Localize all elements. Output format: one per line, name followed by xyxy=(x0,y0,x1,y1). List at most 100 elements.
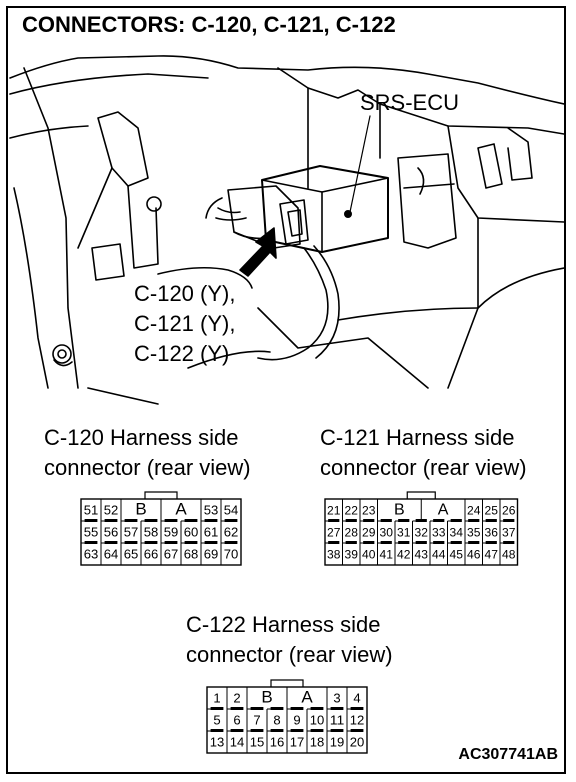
pin-7: 7 xyxy=(253,713,260,728)
pin-31: 31 xyxy=(397,525,411,539)
callout-line-c121: C-121 (Y), xyxy=(134,311,236,336)
pin-37: 37 xyxy=(502,525,516,539)
pin-key-mark xyxy=(104,541,118,544)
connector-callout: C-120 (Y), C-121 (Y), C-122 (Y) xyxy=(134,279,235,369)
pin-22: 22 xyxy=(345,503,359,517)
pin-44: 44 xyxy=(432,547,446,561)
connector-latch-tab xyxy=(406,491,436,499)
pin-key-mark xyxy=(184,519,198,522)
pin-45: 45 xyxy=(450,547,464,561)
pin-32: 32 xyxy=(415,525,429,539)
pin-35: 35 xyxy=(467,525,481,539)
pin-key-mark xyxy=(350,707,364,710)
c122-caption-line2: connector (rear view) xyxy=(186,642,393,667)
pin-B: B xyxy=(394,501,405,518)
pin-key-mark xyxy=(230,707,244,710)
c121-caption-line1: C-121 Harness side xyxy=(320,425,515,450)
pin-67: 67 xyxy=(164,547,179,562)
pin-4: 4 xyxy=(353,691,360,706)
pin-key-mark xyxy=(450,519,462,522)
pin-B: B xyxy=(135,500,146,519)
pin-60: 60 xyxy=(184,525,199,540)
pin-9: 9 xyxy=(293,713,300,728)
pin-46: 46 xyxy=(467,547,481,561)
pin-54: 54 xyxy=(224,503,239,518)
pin-52: 52 xyxy=(104,503,119,518)
pin-key-mark xyxy=(184,541,198,544)
pin-key-mark xyxy=(290,707,304,710)
c122-caption: C-122 Harness side connector (rear view) xyxy=(186,610,393,670)
pin-34: 34 xyxy=(450,525,464,539)
pin-2: 2 xyxy=(233,691,240,706)
figure-code: AC307741AB xyxy=(458,746,558,763)
pin-key-mark xyxy=(363,519,375,522)
pin-69: 69 xyxy=(204,547,219,562)
pin-key-mark xyxy=(204,541,218,544)
pin-key-mark xyxy=(350,729,364,732)
pin-key-mark xyxy=(310,729,324,732)
pin-key-mark xyxy=(84,541,98,544)
c122-caption-line1: C-122 Harness side xyxy=(186,612,381,637)
pin-key-mark xyxy=(224,519,238,522)
pin-5: 5 xyxy=(213,713,220,728)
pin-key-mark xyxy=(328,541,340,544)
pin-53: 53 xyxy=(204,503,219,518)
c120-caption-line2: connector (rear view) xyxy=(44,455,251,480)
pin-8: 8 xyxy=(273,713,280,728)
connector-latch-tab xyxy=(144,491,178,499)
pin-51: 51 xyxy=(84,503,99,518)
pin-65: 65 xyxy=(124,547,139,562)
pin-64: 64 xyxy=(104,547,119,562)
pin-11: 11 xyxy=(330,713,345,728)
pin-38: 38 xyxy=(327,547,341,561)
pin-B: B xyxy=(261,688,272,707)
pin-key-mark xyxy=(330,707,344,710)
pin-70: 70 xyxy=(224,547,239,562)
pin-key-mark xyxy=(104,519,118,522)
pin-A: A xyxy=(175,500,187,519)
pin-16: 16 xyxy=(270,735,285,750)
pin-59: 59 xyxy=(164,525,179,540)
srs-ecu-location-illustration xyxy=(9,55,564,405)
pin-key-mark xyxy=(380,519,392,522)
c121-caption: C-121 Harness side connector (rear view) xyxy=(320,423,527,483)
pin-26: 26 xyxy=(502,503,516,517)
pin-66: 66 xyxy=(144,547,159,562)
pin-57: 57 xyxy=(124,525,139,540)
pin-key-mark xyxy=(363,541,375,544)
pin-41: 41 xyxy=(380,547,394,561)
c121-caption-line2: connector (rear view) xyxy=(320,455,527,480)
pin-key-mark xyxy=(503,541,515,544)
callout-line-c122: C-122 (Y) xyxy=(134,341,230,366)
pin-14: 14 xyxy=(230,735,245,750)
srs-ecu-label: SRS-ECU xyxy=(360,90,460,115)
pin-18: 18 xyxy=(310,735,325,750)
pin-19: 19 xyxy=(330,735,345,750)
pin-20: 20 xyxy=(350,735,365,750)
connector-latch-tab xyxy=(270,679,304,687)
pin-key-mark xyxy=(468,541,480,544)
pin-key-mark xyxy=(345,541,357,544)
pin-key-mark xyxy=(124,541,138,544)
pin-key-mark xyxy=(485,541,497,544)
pin-key-mark xyxy=(224,541,238,544)
pin-A: A xyxy=(301,688,313,707)
pin-33: 33 xyxy=(432,525,446,539)
pin-key-mark xyxy=(144,519,158,522)
pin-48: 48 xyxy=(502,547,516,561)
pin-key-mark xyxy=(164,541,178,544)
pin-28: 28 xyxy=(345,525,359,539)
pin-key-mark xyxy=(250,707,264,710)
pin-key-mark xyxy=(290,729,304,732)
pin-key-mark xyxy=(415,541,427,544)
pin-key-mark xyxy=(204,519,218,522)
pin-key-mark xyxy=(270,729,284,732)
pin-key-mark xyxy=(433,519,445,522)
callout-line-c120: C-120 (Y), xyxy=(134,281,236,306)
pin-key-mark xyxy=(398,519,410,522)
pin-key-mark xyxy=(503,519,515,522)
